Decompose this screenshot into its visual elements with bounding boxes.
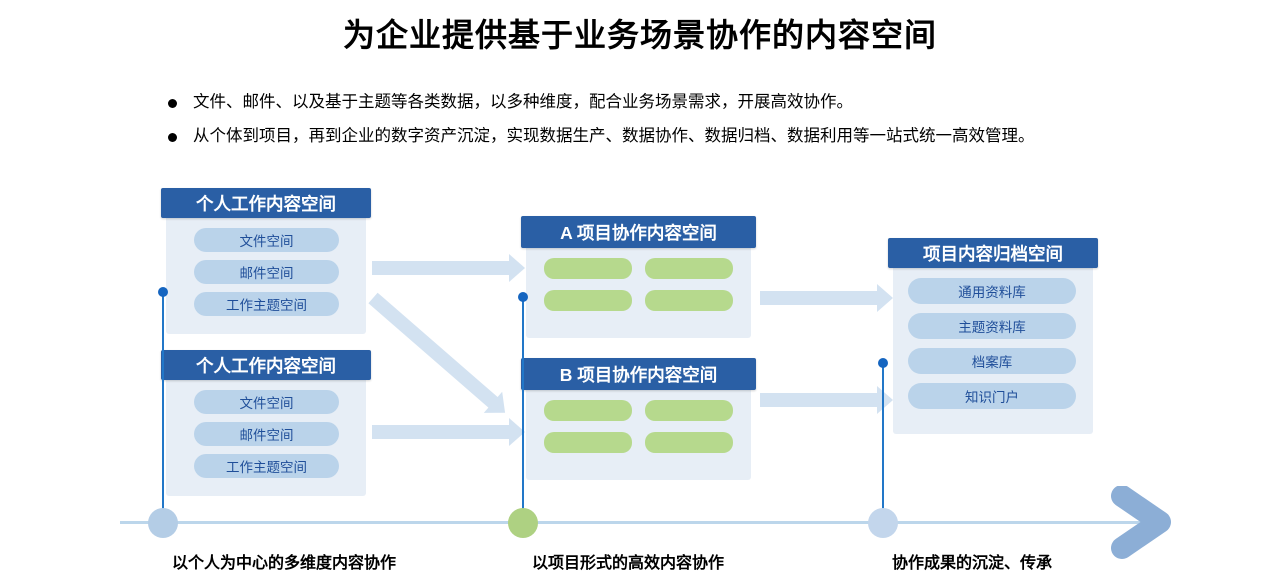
flow-arrow-projectA-to-archive (760, 284, 893, 312)
pill-knowledge-portal[interactable]: 知识门户 (908, 383, 1076, 409)
project-item[interactable] (645, 432, 733, 453)
project-item[interactable] (544, 400, 632, 421)
connector-line-stage-3 (882, 363, 884, 530)
pill-file-space[interactable]: 文件空间 (194, 390, 339, 414)
pill-topic-library[interactable]: 主题资料库 (908, 313, 1076, 339)
pill-topic-space[interactable]: 工作主题空间 (194, 454, 339, 478)
connector-line-stage-1 (162, 292, 164, 530)
pill-mail-space[interactable]: 邮件空间 (194, 260, 339, 284)
card-header: 个人工作内容空间 (161, 350, 371, 380)
card-personal-work-space-1[interactable]: 个人工作内容空间 文件空间 邮件空间 工作主题空间 (161, 188, 371, 334)
bullet-dot-icon (168, 132, 177, 142)
connector-dot-stage-2 (518, 292, 528, 302)
connector-dot-stage-3 (878, 358, 888, 368)
card-project-b[interactable]: B 项目协作内容空间 (521, 358, 756, 480)
list-item: 从个体到项目，再到企业的数字资产沉淀，实现数据生产、数据协作、数据归档、数据利用… (168, 126, 1188, 147)
project-item[interactable] (544, 290, 632, 311)
card-header: 项目内容归档空间 (888, 238, 1098, 268)
card-project-archive-space[interactable]: 项目内容归档空间 通用资料库 主题资料库 档案库 知识门户 (888, 238, 1098, 434)
project-item[interactable] (645, 290, 733, 311)
connector-dot-stage-1 (158, 287, 168, 297)
pill-general-library[interactable]: 通用资料库 (908, 278, 1076, 304)
flow-arrow-personal1-to-projectA (372, 254, 525, 282)
flow-arrow-personal2-to-projectB (372, 418, 525, 446)
flow-arrow-personal1-to-projectB (368, 292, 499, 409)
timeline-marker-stage-2 (508, 508, 538, 538)
flow-arrow-projectB-to-archive (760, 386, 893, 414)
timeline-marker-stage-1 (148, 508, 178, 538)
project-item[interactable] (645, 400, 733, 421)
card-header: 个人工作内容空间 (161, 188, 371, 218)
timeline-label-stage-2: 以项目形式的高效内容协作 (532, 555, 725, 572)
page-title: 为企业提供基于业务场景协作的内容空间 (342, 17, 937, 53)
project-item[interactable] (544, 258, 632, 279)
project-item[interactable] (544, 432, 632, 453)
pill-archive-library[interactable]: 档案库 (908, 348, 1076, 374)
bullet-text: 从个体到项目，再到企业的数字资产沉淀，实现数据生产、数据协作、数据归档、数据利用… (193, 126, 1035, 145)
timeline-label-stage-3: 协作成果的沉淀、传承 (892, 555, 1053, 572)
card-header: A 项目协作内容空间 (521, 216, 756, 248)
bullet-text: 文件、邮件、以及基于主题等各类数据，以多种维度，配合业务场景需求，开展高效协作。 (193, 93, 853, 111)
bullet-dot-icon (168, 99, 177, 108)
pill-topic-space[interactable]: 工作主题空间 (194, 292, 339, 316)
pill-mail-space[interactable]: 邮件空间 (194, 422, 339, 446)
card-personal-work-space-2[interactable]: 个人工作内容空间 文件空间 邮件空间 工作主题空间 (161, 350, 371, 496)
timeline-axis (120, 521, 1150, 524)
card-header: B 项目协作内容空间 (521, 358, 756, 390)
connector-line-stage-2 (522, 297, 524, 530)
list-item: 文件、邮件、以及基于主题等各类数据，以多种维度，配合业务场景需求，开展高效协作。 (168, 92, 1188, 113)
bullet-list: 文件、邮件、以及基于主题等各类数据，以多种维度，配合业务场景需求，开展高效协作。… (168, 92, 1188, 159)
pill-file-space[interactable]: 文件空间 (194, 228, 339, 252)
project-item[interactable] (645, 258, 733, 279)
chevron-right-icon (1111, 486, 1171, 559)
timeline-label-stage-1: 以个人为中心的多维度内容协作 (172, 555, 397, 572)
timeline-marker-stage-3 (868, 508, 898, 538)
card-project-a[interactable]: A 项目协作内容空间 (521, 216, 756, 338)
